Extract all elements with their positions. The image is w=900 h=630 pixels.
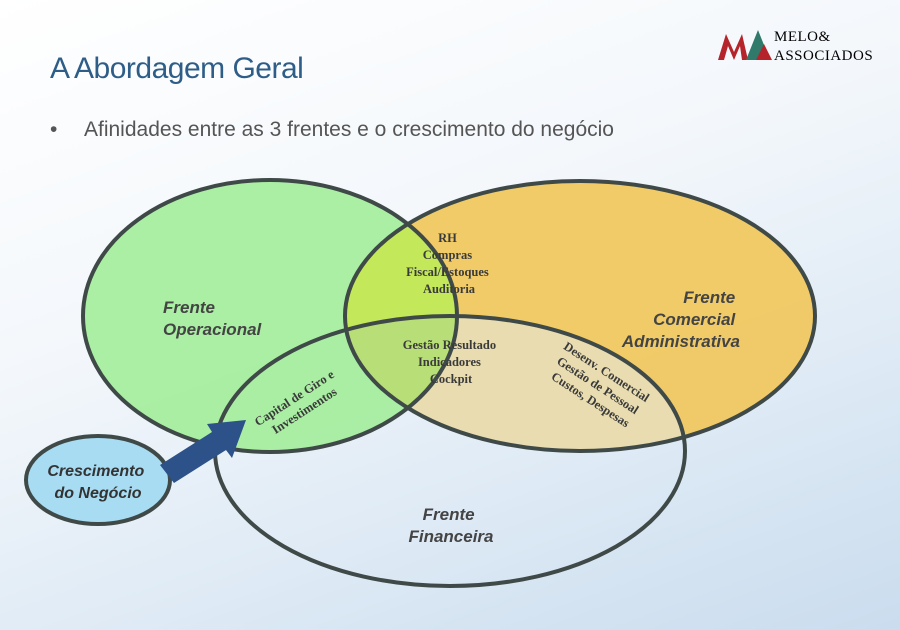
label-crescimento: Crescimento do Negócio xyxy=(47,463,148,502)
frente-operacional-circle xyxy=(83,180,457,452)
label-op-com: RH Compras Fiscal/Estoques Auditoria xyxy=(406,231,492,296)
logo-mark-icon: MELO& ASSOCIADOS xyxy=(718,29,873,64)
overlap-comercial-financeira xyxy=(345,316,685,451)
logo-line-2: ASSOCIADOS xyxy=(774,48,873,64)
bullet-text: Afinidades entre as 3 frentes e o cresci… xyxy=(84,118,614,141)
arrow-icon xyxy=(160,420,246,483)
logo-line-1: MELO& xyxy=(774,29,831,45)
bullet-item: • Afinidades entre as 3 frentes e o cresc… xyxy=(50,118,614,142)
company-logo: MELO& ASSOCIADOS xyxy=(716,22,886,70)
bullet-dot-icon: • xyxy=(50,118,58,141)
label-comercial: Frente Comercial Administrativa xyxy=(621,288,740,351)
label-operacional: Frente Operacional xyxy=(163,298,263,339)
label-financeira: Frente Financeira xyxy=(408,505,493,546)
label-center: Gestão Resultado Indicadores Cockpit xyxy=(403,338,500,386)
crescimento-bubble xyxy=(24,434,172,526)
comercial-outline xyxy=(343,179,817,453)
page-title: A Abordagem Geral xyxy=(50,52,304,85)
